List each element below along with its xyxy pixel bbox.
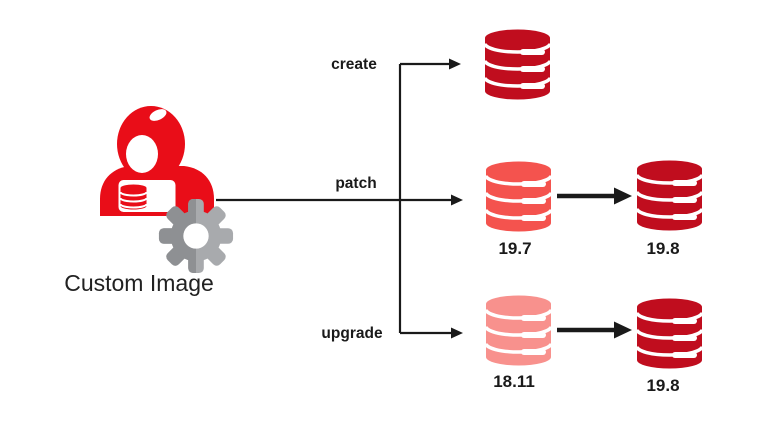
arrowhead-upgrade [451,327,463,339]
person-with-database-icon [100,106,214,216]
arrowhead-create [449,58,461,70]
thin-connectors [216,62,452,335]
branch-label-create: create [331,56,377,73]
gear-icon [158,198,234,274]
gear-hole [183,223,209,249]
arrowhead-upgrade-step [614,321,632,339]
database-icon-18-11 [484,295,553,366]
version-label-19-7: 19.7 [498,239,532,258]
branch-label-upgrade: upgrade [321,325,383,342]
arrowhead-patch-step [614,187,632,205]
thick-connectors [557,193,615,333]
version-label-19-8-patch: 19.8 [646,239,680,258]
database-icon-19-8-patch [635,160,704,231]
arrowheads [449,58,632,339]
version-label-18-11: 18.11 [493,372,535,391]
source-label: Custom Image [64,270,214,296]
board-database-gaps [119,191,148,209]
branch-label-patch: patch [335,175,377,192]
hair-highlight [149,109,167,121]
database-icon-19-7 [484,161,553,232]
person-face [126,135,158,173]
arrowhead-main [451,194,463,206]
database-icon-19-8-upgrade [635,298,704,369]
database-icon-create [483,29,552,100]
version-label-19-8-upgrade: 19.8 [646,376,680,395]
